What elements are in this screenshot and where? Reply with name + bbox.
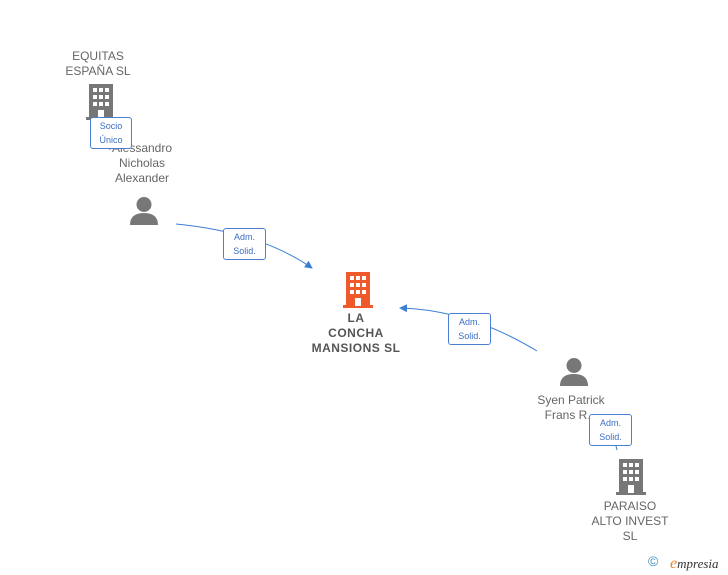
brand-initial: e xyxy=(670,555,678,572)
node-label-equitas: EQUITAS ESPAÑA SL xyxy=(65,49,131,78)
empresia-logo: empresia xyxy=(670,555,719,573)
node-label-la-concha: LA CONCHA MANSIONS SL xyxy=(311,311,401,355)
brand-rest: mpresia xyxy=(677,556,719,571)
node-label-paraiso: PARAISO ALTO INVEST SL xyxy=(591,499,669,543)
edge-label-adm-solid: Adm. Solid. xyxy=(223,228,266,260)
edge-label-adm-solid: Adm. Solid. xyxy=(589,414,632,446)
person-icon[interactable] xyxy=(559,357,589,387)
building-icon[interactable] xyxy=(86,84,116,120)
building-icon[interactable] xyxy=(342,272,374,308)
person-icon[interactable] xyxy=(129,196,159,226)
copyright-icon: © xyxy=(648,553,659,569)
edge-label-adm-solid: Adm. Solid. xyxy=(448,313,491,345)
building-icon[interactable] xyxy=(616,459,646,495)
node-label-syen: Syen Patrick Frans R... xyxy=(537,393,605,422)
node-label-alessandro: Alessandro Nicholas Alexander xyxy=(111,141,173,185)
edge-label-socio-unico: Socio Único xyxy=(90,117,132,149)
